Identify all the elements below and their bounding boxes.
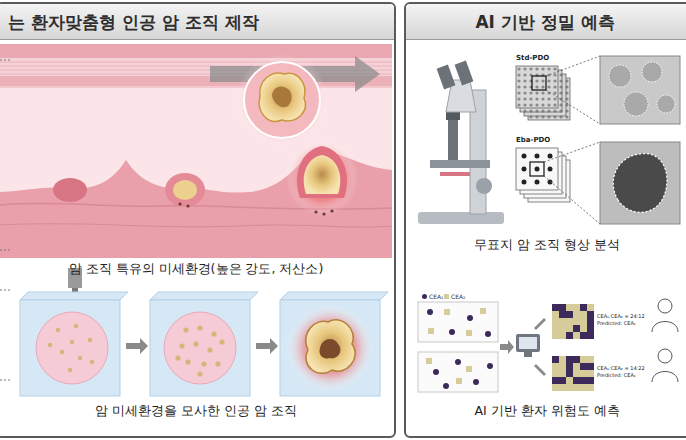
caption-text: 암 미세환경을 모사한 인공 암 조직 (0, 404, 392, 418)
microscope-imaging (418, 56, 680, 224)
panel-header: 는 환자맞춤형 인공 암 조직 제작 (0, 4, 394, 40)
panel: AI 기반 정밀 예측 (404, 2, 686, 438)
legend-text: CEA₁ (429, 293, 444, 300)
prediction-text: CEA₁:CEA₂ = 14:22 (597, 366, 649, 372)
panel-header: AI 기반 정밀 예측 (406, 4, 686, 40)
ai-prediction (418, 299, 678, 392)
caption-text: 암 조직 특유의 미세환경(높은 강도, 저산소) (0, 262, 392, 276)
legend-text: CEA₂ (451, 293, 466, 300)
legend-item: CEA₂ (444, 293, 466, 300)
caption-text: AI 기반 환자 위험도 예측 (408, 404, 686, 418)
hydrogel-process (20, 268, 388, 396)
prediction-text: Predicted: CEA₁ (597, 373, 649, 379)
legend-item: CEA₁ (422, 293, 444, 300)
image-label: Eba-PDO (516, 136, 586, 144)
legend-swatch (444, 294, 449, 299)
panel: 는 환자맞춤형 인공 암 조직 제작 (0, 2, 396, 438)
image-label: Std-PDO (516, 54, 586, 62)
prediction-text: CEA₁:CEA₂ = 24:12 (597, 314, 649, 320)
legend-swatch (422, 294, 427, 299)
prediction-text: Predicted: CEA₁ (597, 321, 649, 327)
caption-text: 무표지 암 조직 형상 분석 (408, 238, 686, 252)
